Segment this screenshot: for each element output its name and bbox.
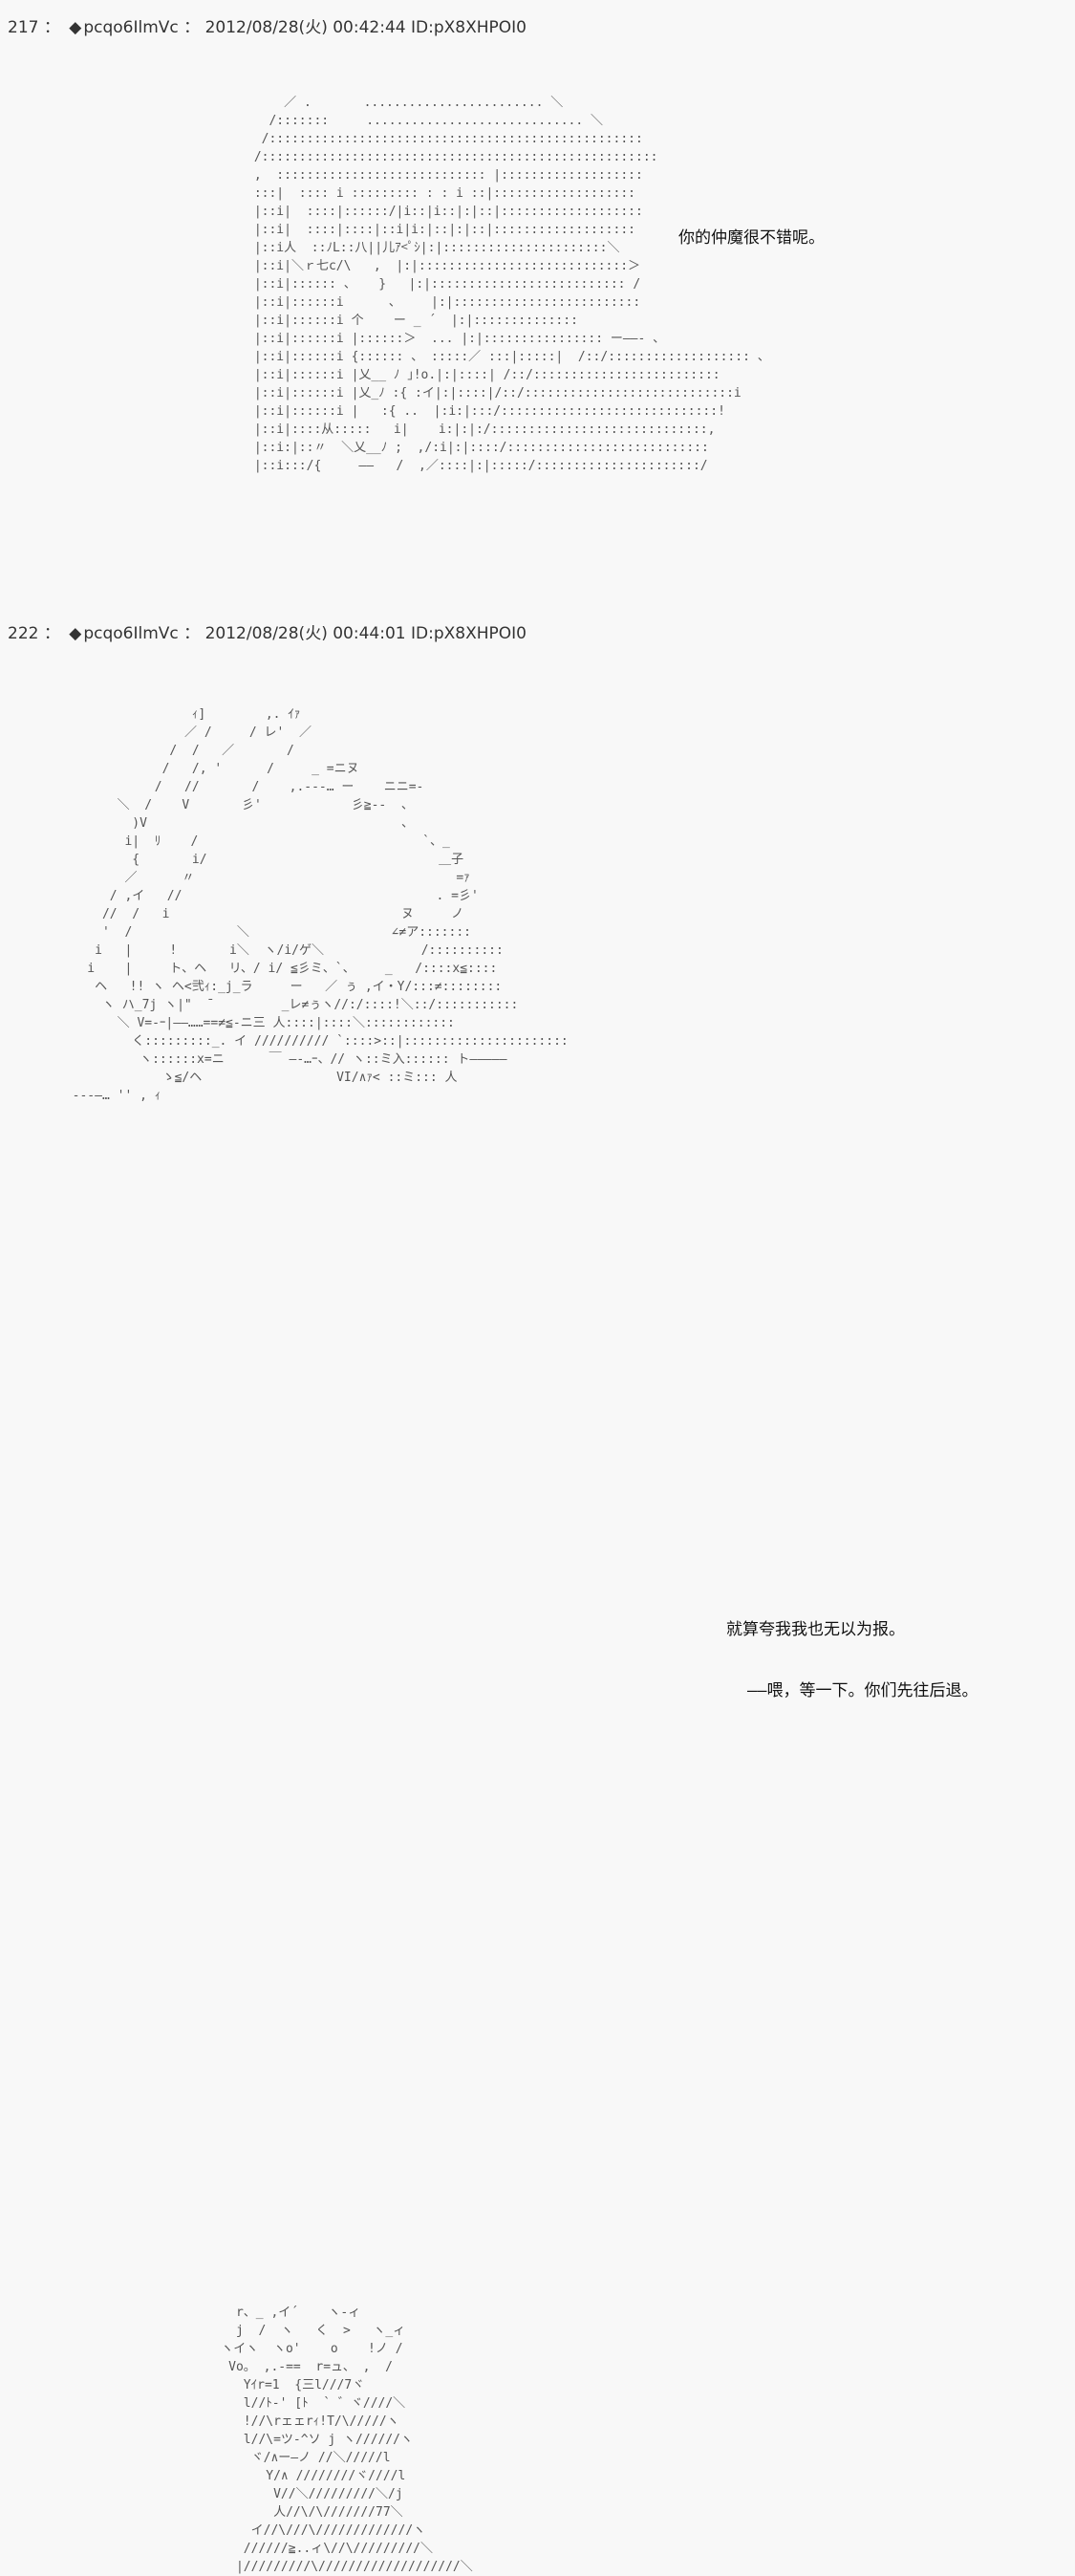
ascii-art-girl: ／ . ........................ ＼ /::::::: …	[253, 96, 770, 473]
post-date: 2012/08/28(火) 00:42:44	[204, 18, 406, 37]
post-separator: ：	[43, 18, 60, 37]
ascii-art-small-character: r、_ ,イ´ ヽ-ィ j / ヽ く > ヽ_ィ ヽイヽ ヽo' o !ノ /…	[221, 2305, 473, 2574]
post-separator: ：	[43, 624, 60, 643]
post-separator: ：	[183, 18, 201, 37]
diamond-icon: ◆	[69, 18, 82, 37]
post-separator: ：	[183, 624, 201, 643]
ascii-art-creature: ｨ] ,. ｲｧ ／ / / レ' ／ / / ／ / / /, ' / _ =…	[72, 707, 978, 2574]
post-id[interactable]: ID:pX8XHPOI0	[411, 624, 527, 643]
post-date: 2012/08/28(火) 00:44:01	[204, 624, 406, 643]
post-author[interactable]: pcqo6IlmVc	[83, 18, 179, 37]
post-author[interactable]: pcqo6IlmVc	[83, 624, 179, 643]
dialogue-line: 就算夸我我也无以为报。	[726, 1620, 905, 1639]
dialogue-line: 你的仲魔很不错呢。	[678, 228, 825, 248]
post-number: 222	[8, 624, 39, 643]
post-header-217: 217 ： ◆pcqo6IlmVc ： 2012/08/28(火) 00:42:…	[8, 13, 527, 37]
diamond-icon: ◆	[69, 624, 82, 643]
dialogue-line: ——喂，等一下。你们先往后退。	[747, 1681, 978, 1700]
post-header-222: 222 ： ◆pcqo6IlmVc ： 2012/08/28(火) 00:44:…	[8, 619, 527, 643]
post-number: 217	[8, 18, 39, 37]
post-id[interactable]: ID:pX8XHPOI0	[411, 18, 527, 37]
